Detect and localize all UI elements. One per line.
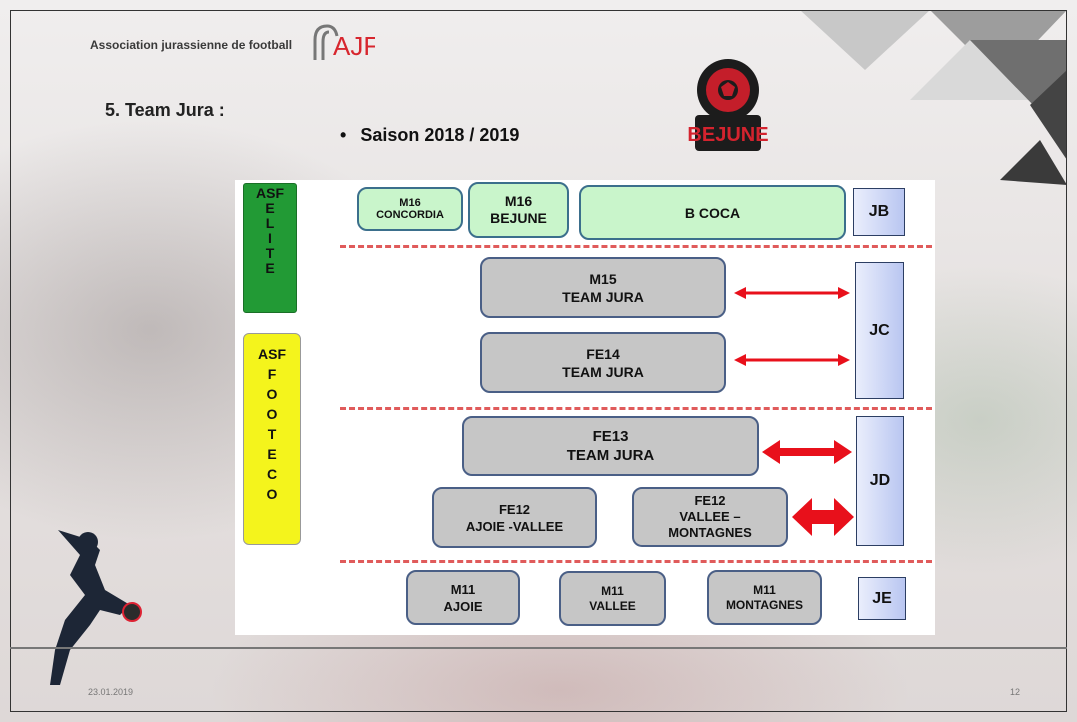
team-box-line: AJOIE: [443, 598, 483, 614]
team-box-line: AJOIE -VALLEE: [465, 518, 564, 534]
double-arrow-icon: [792, 498, 854, 536]
team-box-m11-vallee: M11 VALLEE: [559, 571, 666, 626]
asf-footeco-char: O: [266, 486, 278, 502]
double-arrow-icon: [762, 440, 852, 464]
level-tag-jc: JC: [855, 262, 904, 399]
team-box-line: FE14: [586, 345, 620, 362]
team-box-m11-montagnes: M11 MONTAGNES: [707, 570, 822, 625]
season-text: Saison 2018 / 2019: [360, 125, 520, 145]
organization-name: Association jurassienne de football: [90, 38, 293, 52]
team-box-line: VALLEE: [589, 598, 636, 613]
team-box-line: FE13: [592, 428, 629, 445]
team-box-fe14: FE14 TEAM JURA: [480, 332, 726, 393]
team-box-line: VALLEE –: [679, 509, 741, 524]
team-box-line: TEAM JURA: [566, 447, 655, 464]
team-box-line: TEAM JURA: [562, 363, 644, 380]
asf-elite-char: E: [265, 260, 275, 276]
bejune-logo-icon: BEJUNE: [687, 59, 769, 151]
section-title: 5. Team Jura :: [105, 100, 225, 120]
team-box-fe12-vallee-montagnes: FE12 VALLEE – MONTAGNES: [632, 487, 788, 547]
team-box-line: B COCA: [684, 204, 741, 221]
double-arrow-icon: [734, 354, 850, 366]
level-tag-jb: JB: [853, 188, 905, 236]
bejune-logo-text: BEJUNE: [687, 124, 768, 146]
ajf-logo-text: AJF: [333, 31, 375, 61]
slide-frame: [10, 10, 1067, 712]
footer-divider: [10, 647, 1067, 649]
team-box-b-coca: B COCA: [579, 185, 846, 240]
asf-elite-char: ASF: [256, 185, 284, 201]
team-box-fe13: FE13 TEAM JURA: [462, 416, 759, 476]
bullet: •: [340, 125, 347, 145]
team-box-line: M15: [589, 270, 617, 287]
asf-footeco-char: ASF: [258, 346, 286, 362]
decorative-triangles: [800, 10, 1067, 185]
team-box-line: FE12: [498, 501, 531, 517]
asf-footeco-char: E: [267, 446, 277, 462]
asf-footeco-char: F: [267, 366, 277, 382]
asf-footeco-label: ASF F O O T E C O: [243, 333, 301, 545]
page-number: 12: [1010, 687, 1021, 697]
level-tag-jd: JD: [856, 416, 904, 546]
season-heading: • Saison 2018 / 2019: [340, 125, 519, 146]
asf-footeco-char: C: [266, 466, 278, 482]
asf-elite-char: T: [265, 245, 275, 261]
team-box-fe12-ajoie-vallee: FE12 AJOIE -VALLEE: [432, 487, 597, 548]
football-player-icon: [50, 530, 142, 685]
team-box-m15: M15 TEAM JURA: [480, 257, 726, 318]
asf-elite-char: E: [265, 200, 275, 216]
asf-elite-char: I: [268, 230, 272, 246]
team-box-m11-ajoie: M11 AJOIE: [406, 570, 520, 625]
team-box-line: M11: [601, 583, 624, 598]
team-box-line: MONTAGNES: [725, 597, 804, 612]
team-box-line: FE12: [694, 493, 726, 508]
team-box-line: M16: [504, 193, 533, 209]
asf-footeco-char: T: [267, 426, 277, 442]
team-box-line: M11: [753, 582, 776, 597]
row-divider: [340, 245, 932, 248]
row-divider: [340, 560, 932, 563]
double-arrow-icon: [734, 287, 850, 299]
team-box-m16-bejune: M16 BEJUNE: [468, 182, 569, 238]
ajf-logo-icon: AJF: [313, 24, 375, 61]
asf-elite-char: L: [265, 215, 275, 231]
team-box-line: M11: [450, 581, 476, 597]
level-tag-je: JE: [858, 577, 906, 620]
team-box-m16-concordia: M16 CONCORDIA: [357, 187, 463, 231]
row-divider: [340, 407, 932, 410]
footer-date: 23.01.2019: [88, 687, 134, 697]
asf-footeco-char: O: [266, 386, 278, 402]
team-box-line: BEJUNE: [490, 210, 547, 226]
team-box-line: TEAM JURA: [562, 288, 644, 305]
team-box-line: M16: [399, 197, 421, 209]
asf-footeco-char: O: [266, 406, 278, 422]
team-box-line: CONCORDIA: [376, 209, 444, 221]
team-box-line: MONTAGNES: [668, 525, 752, 540]
asf-elite-label: ASF E L I T E: [243, 183, 297, 313]
